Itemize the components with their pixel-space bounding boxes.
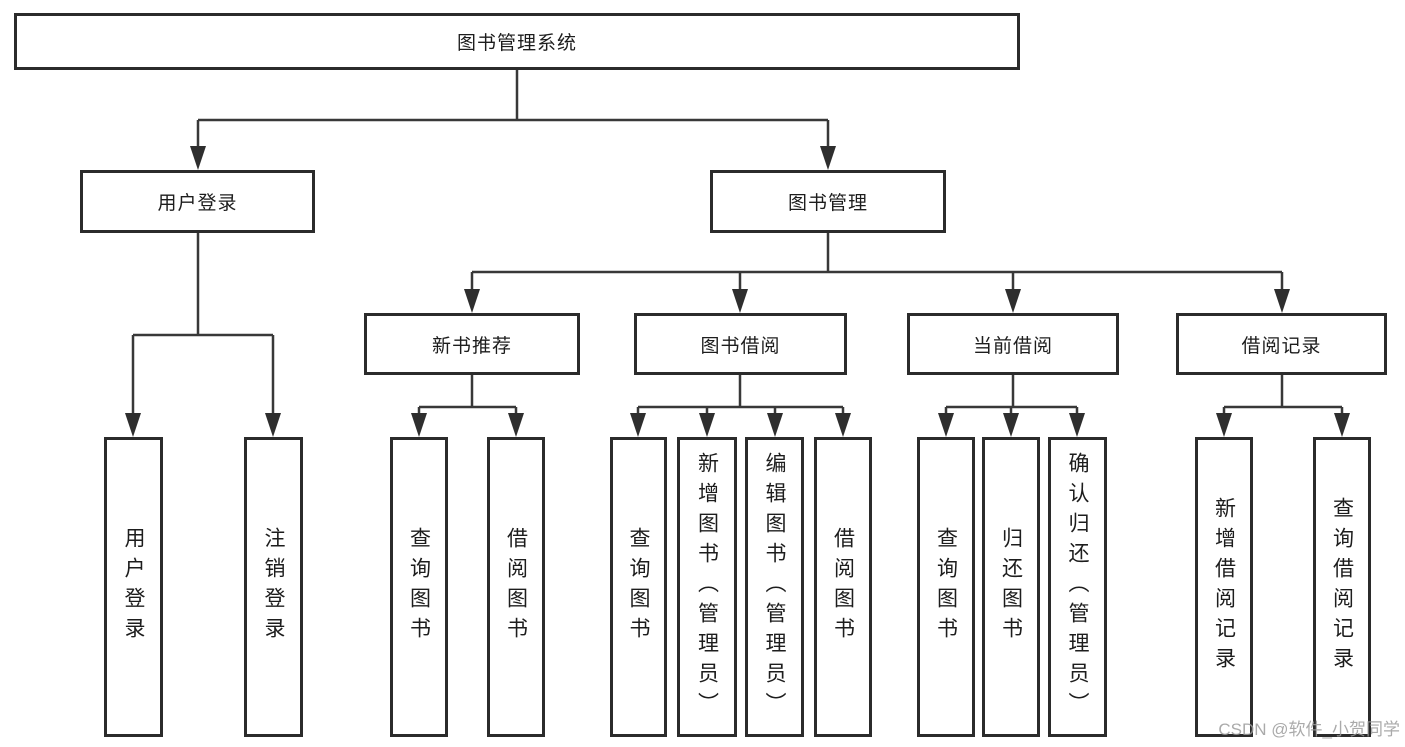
csdn-watermark: CSDN @软件_小贺同学 bbox=[1218, 720, 1400, 739]
leaf-edit-book-admin: 编辑图书（管理员） bbox=[745, 437, 804, 737]
node-user-login: 用户登录 bbox=[80, 170, 315, 233]
leaf-confirm-return-admin: 确认归还（管理员） bbox=[1048, 437, 1107, 737]
node-book-management: 图书管理 bbox=[710, 170, 946, 233]
node-current-borrow: 当前借阅 bbox=[907, 313, 1119, 375]
leaf-borrow-books-recommend: 借阅图书 bbox=[487, 437, 545, 737]
leaf-label: 查询借阅记录 bbox=[1330, 497, 1354, 677]
node-library-system: 图书管理系统 bbox=[14, 13, 1020, 70]
leaf-query-borrow-record: 查询借阅记录 bbox=[1313, 437, 1371, 737]
leaf-label: 查询图书 bbox=[627, 527, 650, 647]
leaf-label: 新增图书（管理员） bbox=[695, 452, 719, 722]
leaf-query-books-borrow: 查询图书 bbox=[610, 437, 667, 737]
leaf-add-borrow-record: 新增借阅记录 bbox=[1195, 437, 1253, 737]
leaf-label: 确认归还（管理员） bbox=[1066, 452, 1089, 722]
node-new-book-recommend: 新书推荐 bbox=[364, 313, 580, 375]
leaf-borrow-books: 借阅图书 bbox=[814, 437, 872, 737]
leaf-label: 借阅图书 bbox=[504, 527, 528, 647]
leaf-label: 查询图书 bbox=[934, 527, 958, 647]
leaf-add-book-admin: 新增图书（管理员） bbox=[677, 437, 737, 737]
leaf-label: 归还图书 bbox=[999, 527, 1023, 647]
node-book-borrow: 图书借阅 bbox=[634, 313, 847, 375]
leaf-return-book: 归还图书 bbox=[982, 437, 1040, 737]
arrowheads bbox=[125, 146, 1350, 437]
leaf-label: 编辑图书（管理员） bbox=[763, 452, 786, 722]
leaf-user-login: 用户登录 bbox=[104, 437, 163, 737]
leaf-label: 注销登录 bbox=[262, 527, 285, 647]
leaf-label: 用户登录 bbox=[122, 527, 145, 647]
leaf-query-books-current: 查询图书 bbox=[917, 437, 975, 737]
leaf-logout: 注销登录 bbox=[244, 437, 303, 737]
leaf-label: 借阅图书 bbox=[831, 527, 855, 647]
leaf-label: 新增借阅记录 bbox=[1212, 497, 1236, 677]
leaf-label: 查询图书 bbox=[407, 527, 431, 647]
node-borrow-records: 借阅记录 bbox=[1176, 313, 1387, 375]
leaf-query-books-recommend: 查询图书 bbox=[390, 437, 448, 737]
